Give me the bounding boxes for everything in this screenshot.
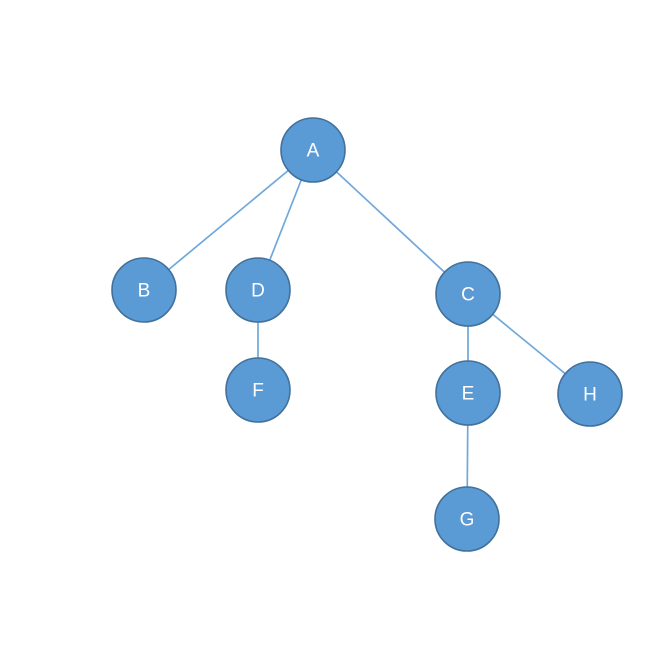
node-F-circle bbox=[225, 357, 291, 423]
node-C-circle bbox=[435, 261, 501, 327]
node-E-circle bbox=[435, 360, 501, 426]
edge-A-C bbox=[312, 149, 469, 295]
node-D-circle bbox=[225, 257, 291, 323]
node-A-circle bbox=[280, 117, 346, 183]
node-H-circle bbox=[557, 361, 623, 427]
node-B-circle bbox=[111, 257, 177, 323]
node-G-circle bbox=[434, 486, 500, 552]
edge-A-B bbox=[143, 149, 314, 291]
